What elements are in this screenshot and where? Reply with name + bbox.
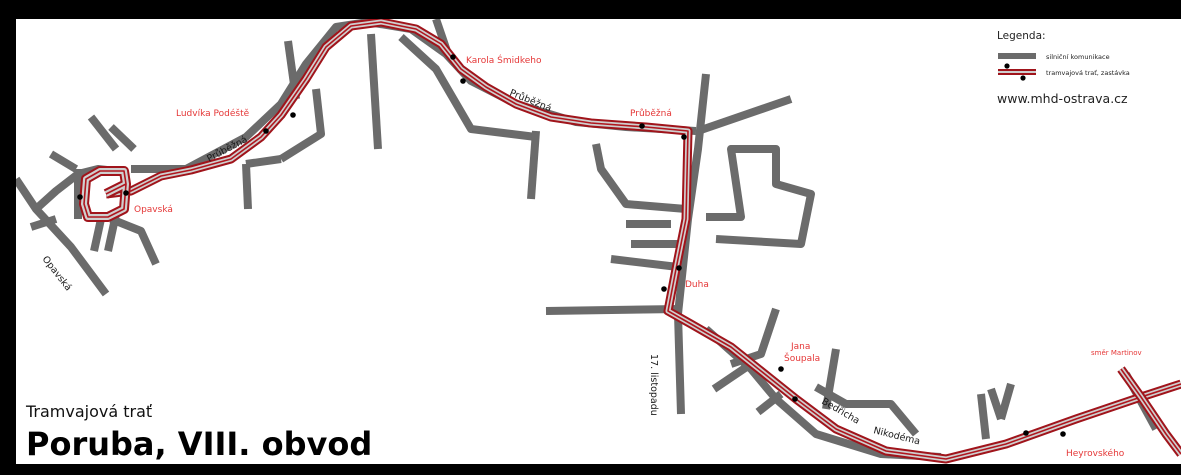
stop-label-prubezna: Průběžná — [630, 108, 672, 119]
road-se-f — [822, 348, 840, 410]
stop-dot-heyrovskeho-b — [1060, 431, 1066, 437]
road-north-f — [398, 34, 537, 141]
tram-loop-inner — [83, 170, 127, 218]
road-north-d — [278, 88, 325, 163]
stop-labels: Opavská Ludvíka Podéště Karola Śmidkeho … — [134, 54, 1142, 459]
road-se-g — [977, 393, 990, 440]
road-north-e — [367, 33, 382, 150]
stop-dot-opavska-b — [123, 190, 129, 196]
stop-dot-prubezna-a — [639, 123, 645, 129]
legend-road-label: silniční komunikace — [1046, 53, 1110, 61]
road-north-g — [527, 130, 540, 200]
map-title: Poruba, VIII. obvod — [26, 425, 372, 463]
legend-road-swatch — [998, 53, 1036, 59]
road-west-block-h — [29, 215, 58, 231]
tram-track — [79, 19, 1181, 464]
legend: Legenda: silniční komunikace tramvajová … — [997, 30, 1130, 106]
road-east-arm-f — [545, 305, 682, 315]
legend-track-swatch-mid — [998, 71, 1036, 73]
stop-dot-podeste-b — [290, 112, 296, 118]
stop-dot-heyrovskeho-a — [1023, 430, 1029, 436]
stop-dot-smidkeho-b — [460, 78, 466, 84]
stop-label-ludvika-podeste: Ludvíka Podéště — [176, 108, 250, 119]
road-west-block-d — [48, 150, 79, 173]
road-opavska — [16, 176, 110, 297]
road-north-c — [245, 155, 282, 168]
stop-dot-duha-a — [676, 265, 682, 271]
road-se-d — [755, 390, 784, 416]
road-north-b — [242, 163, 252, 210]
stop-dot-duha-b — [661, 286, 667, 292]
legend-stop-dot-a — [1004, 63, 1010, 69]
street-label-opavska: Opavská — [40, 254, 74, 293]
tram-stops — [77, 54, 1066, 437]
road-west-block-f — [109, 215, 160, 266]
map-canvas: Opavská Ludvíka Podéště Karola Śmidkeho … — [16, 19, 1181, 464]
map-subtitle: Tramvajová trať — [25, 402, 152, 421]
road-west-block-b — [87, 114, 120, 152]
stop-label-karola-smidkeho: Karola Śmidkeho — [466, 54, 542, 66]
road-west-block-e — [90, 218, 105, 252]
tram-track-inner — [105, 21, 1181, 460]
road-east-arm-e — [610, 255, 679, 271]
legend-track-label: tramvajová trať, zastávka — [1046, 68, 1130, 77]
title-block: Tramvajová trať Poruba, VIII. obvod — [25, 402, 372, 463]
street-label-17-listopadu: 17. listopadu — [648, 354, 659, 416]
legend-url: www.mhd-ostrava.cz — [997, 91, 1128, 106]
stop-dot-opavska-a — [77, 194, 83, 200]
road-west-block-g — [104, 213, 120, 252]
stop-label-opavska: Opavská — [134, 205, 173, 215]
legend-stop-dot-b — [1020, 75, 1026, 81]
stop-label-duha: Duha — [685, 280, 709, 290]
stop-label-jana-soupala-line2: Šoupala — [784, 352, 820, 364]
road-se-i — [997, 382, 1015, 421]
stop-label-jana-soupala-line1: Jana — [790, 342, 810, 352]
tram-map: Opavská Ludvíka Podéště Karola Śmidkeho … — [16, 19, 1181, 464]
stop-dot-podeste-a — [263, 128, 269, 134]
road-se-c — [711, 360, 754, 393]
road-network — [16, 19, 1160, 461]
road-east-loop — [706, 145, 815, 248]
stop-label-smer-martinov: směr Martinov — [1091, 349, 1142, 357]
stop-dot-soupala-a — [778, 366, 784, 372]
legend-title: Legenda: — [997, 30, 1046, 42]
stop-label-heyrovskeho: Heyrovského — [1066, 448, 1125, 459]
stop-dot-smidkeho-a — [450, 54, 456, 60]
road-west-block-c — [108, 124, 137, 152]
road-east-arm-a — [696, 95, 793, 135]
stop-dot-soupala-b — [792, 396, 798, 402]
stop-dot-prubezna-b — [681, 134, 687, 140]
tram-branch-martinov-inner — [1120, 368, 1181, 455]
road-east-arm-b — [592, 143, 687, 213]
